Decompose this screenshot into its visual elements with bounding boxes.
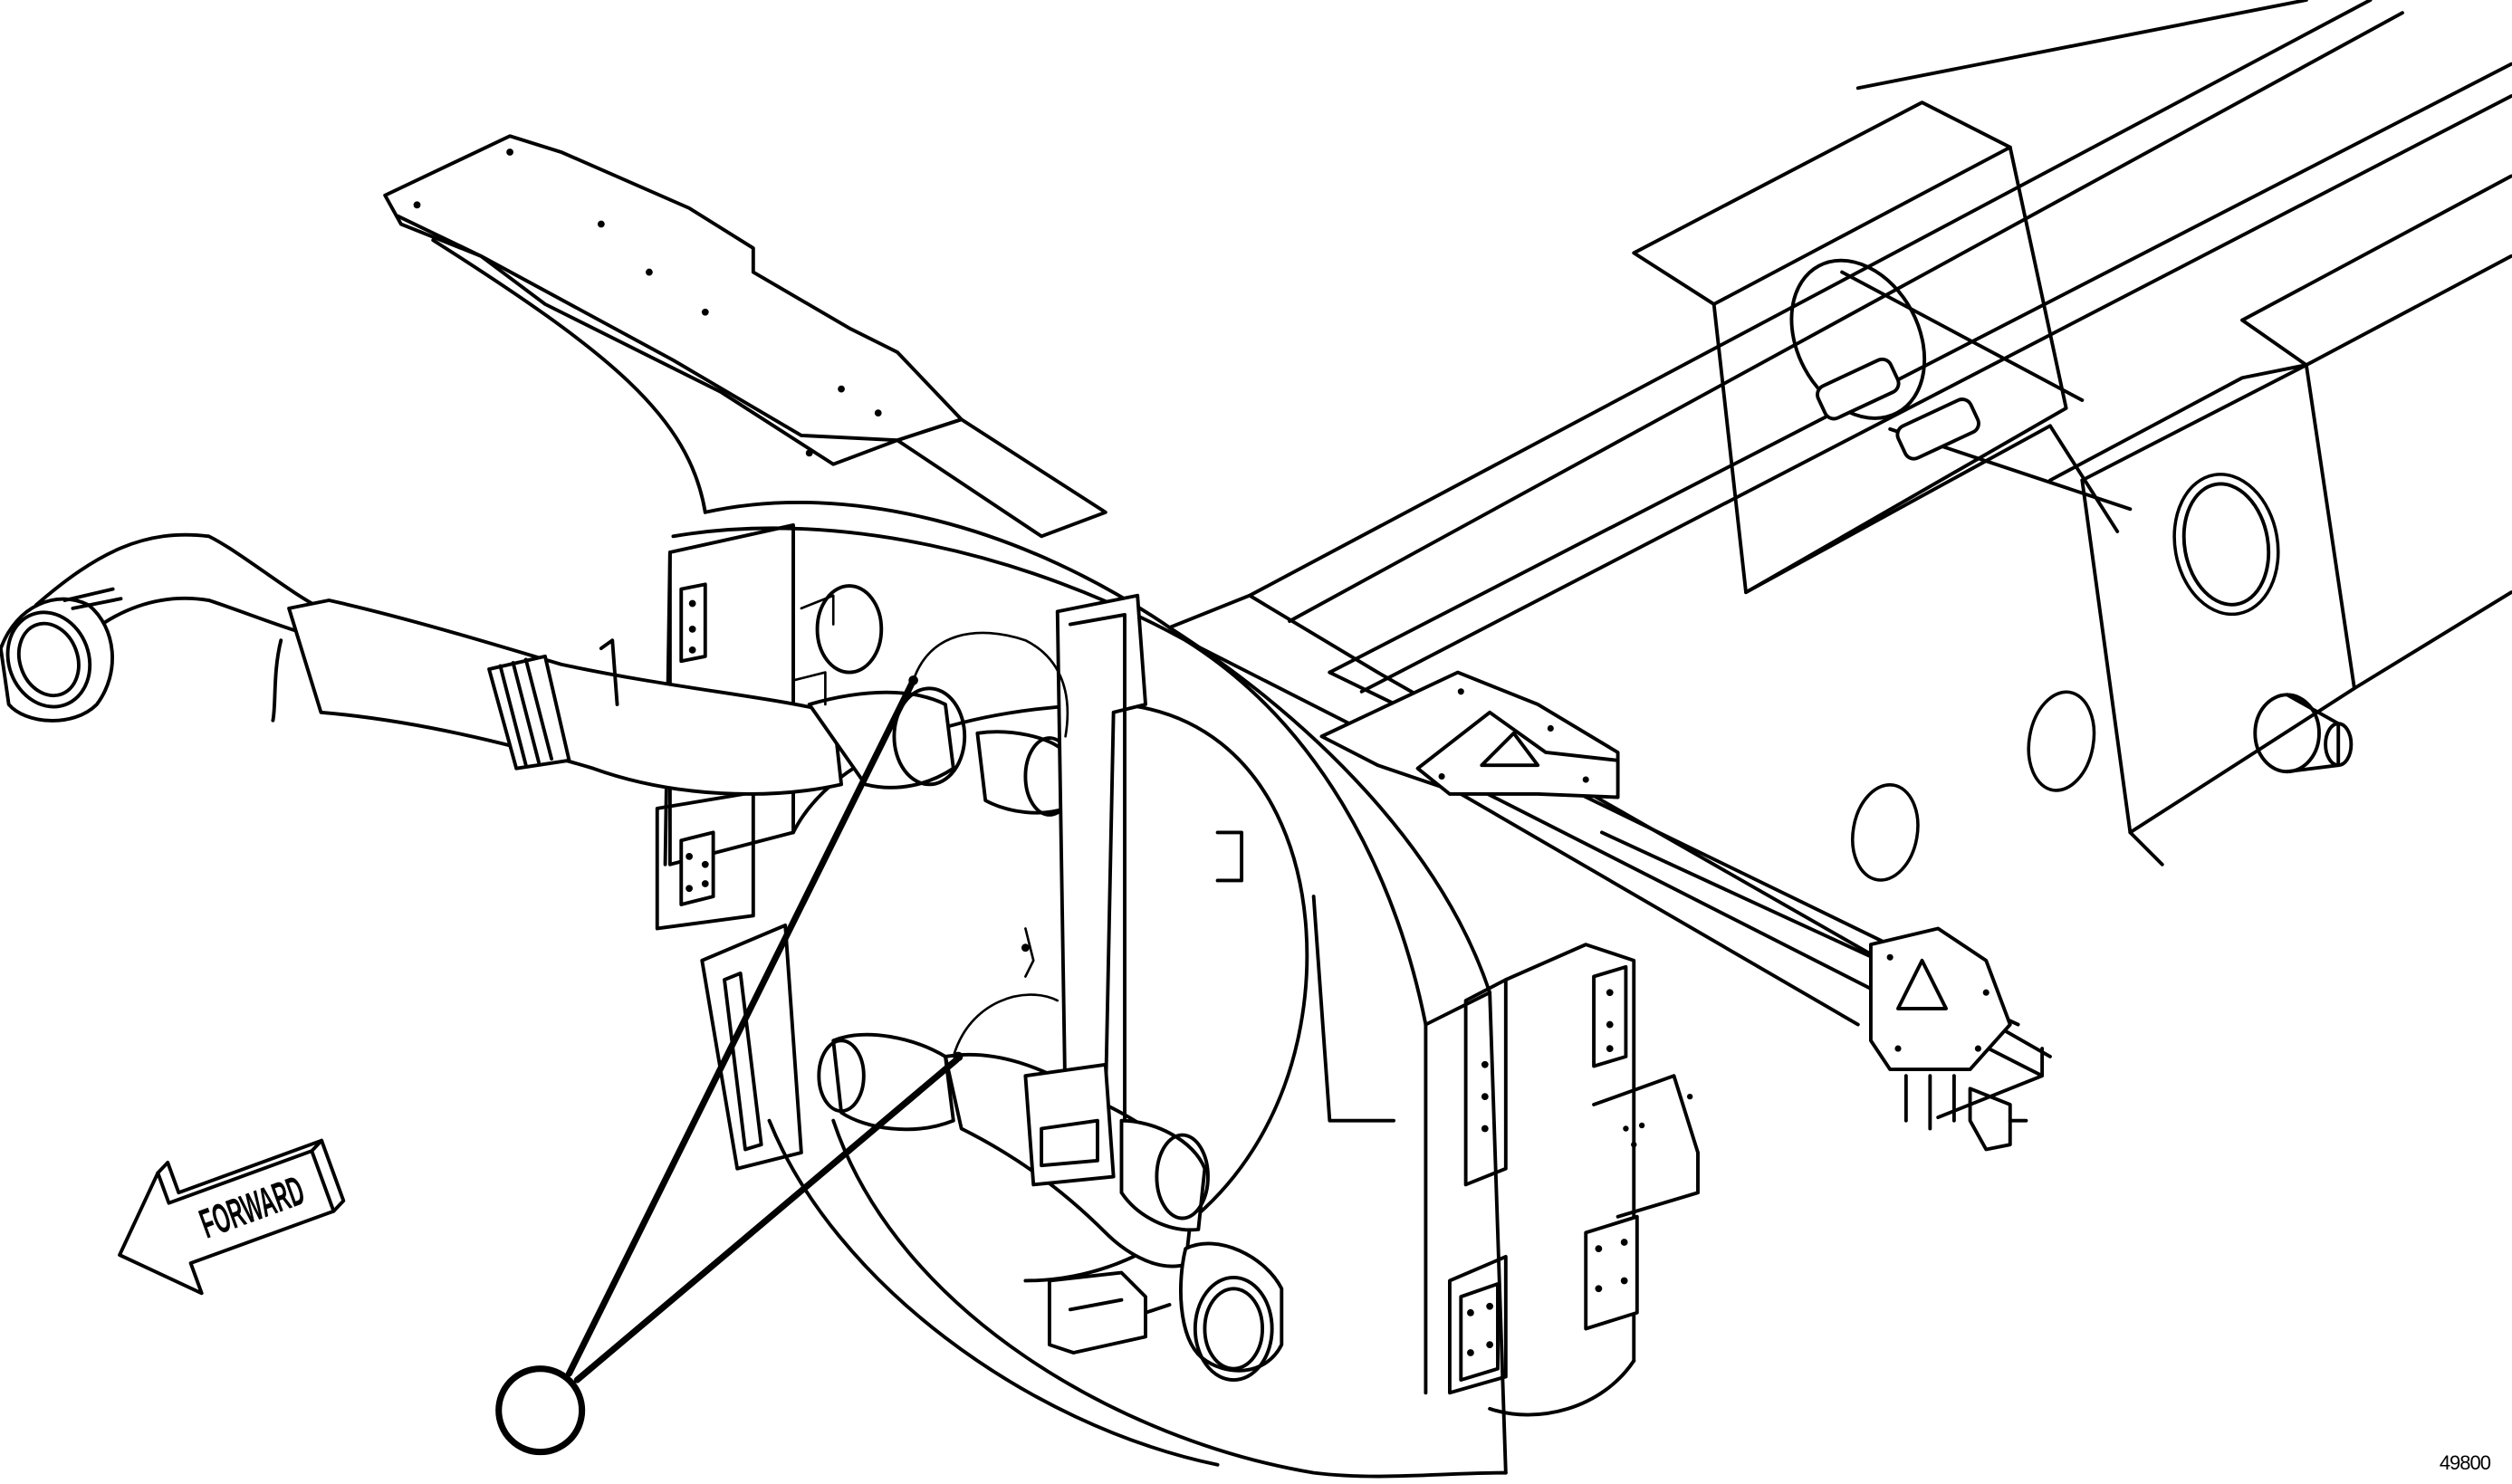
center-strap	[1023, 593, 1172, 1355]
callout-bubble	[495, 1365, 586, 1456]
rear-crossmember	[1851, 363, 2354, 882]
mounting-pad-center	[1319, 670, 1620, 799]
frame-rail-lower	[1328, 62, 2512, 866]
forward-arrow: FORWARD	[118, 1138, 346, 1296]
figure-number: 49800	[2439, 1451, 2491, 1474]
leader-line-upper	[565, 676, 917, 1377]
engine-bay-hoses	[807, 686, 1284, 1383]
leader-line-lower	[573, 1056, 960, 1383]
mounting-pad-right	[1868, 926, 2028, 1152]
right-frame-plates	[1447, 943, 1700, 1417]
wire-harness	[791, 584, 1069, 1062]
upper-intake-hose	[0, 532, 844, 796]
left-bracket	[655, 522, 803, 1171]
bumper-arc	[431, 238, 1508, 1475]
frame-rail-upper	[1247, 0, 2404, 623]
cross-tube	[1789, 258, 2133, 512]
bumper-plate	[383, 134, 1107, 539]
